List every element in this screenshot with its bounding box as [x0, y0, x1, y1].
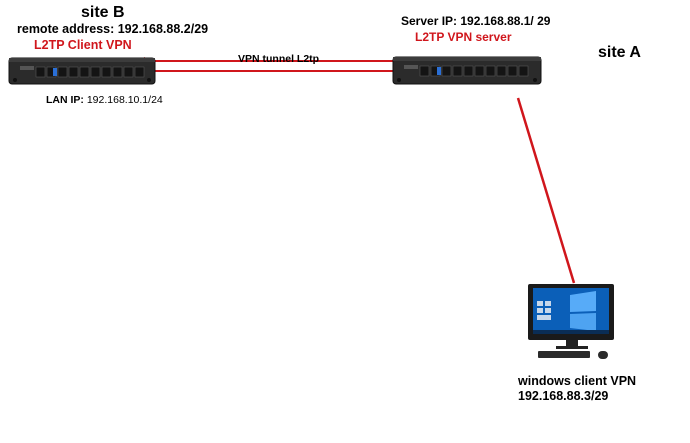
- router-icon: [8, 57, 156, 85]
- site-b-remote-address: remote address: 192.168.88.2/29: [17, 22, 209, 36]
- site-b-role: L2TP Client VPN: [34, 38, 132, 52]
- server-to-client-link: [516, 97, 576, 284]
- client-name: windows client VPN: [518, 374, 637, 388]
- site-a-server-ip: Server IP: 192.168.88.1/ 29: [401, 14, 551, 28]
- site-b-title: site B: [81, 4, 125, 21]
- vpn-tunnel-arrow: [144, 57, 407, 75]
- site-b-lan-ip: LAN IP: 192.168.10.1/24: [46, 94, 163, 106]
- site-a-title: site A: [598, 44, 641, 61]
- router-icon: [392, 56, 542, 85]
- tunnel-label: VPN tunnel L2tp: [238, 53, 320, 65]
- site-a-role: L2TP VPN server: [415, 30, 512, 44]
- lan-ip-value: 192.168.10.1/24: [86, 94, 163, 106]
- desktop-computer-icon: [528, 284, 614, 359]
- client-ip: 192.168.88.3/29: [518, 389, 609, 403]
- lan-ip-label: LAN IP:: [46, 94, 84, 106]
